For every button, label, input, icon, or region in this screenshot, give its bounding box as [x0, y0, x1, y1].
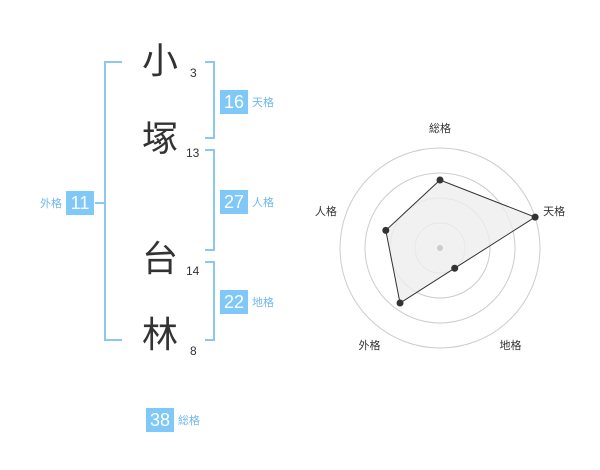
- radar-axis-label-3: 外格: [358, 338, 380, 352]
- radar-axis-label-1: 天格: [543, 204, 565, 218]
- jinkaku-value: 27: [220, 190, 248, 214]
- radar-point-3: [396, 299, 404, 307]
- jinkaku-badge: 27 人格: [220, 190, 274, 214]
- radar-series-area: [385, 179, 537, 304]
- name-char-2: 塚: [142, 119, 179, 160]
- stroke-count-2: 13: [186, 146, 200, 160]
- radar-axis-label-0: 総格: [429, 121, 451, 135]
- radar-axis-label-2: 地格: [500, 338, 522, 352]
- gaikaku-value: 11: [66, 191, 94, 215]
- tenkaku-badge: 16 天格: [220, 90, 274, 114]
- radar-point-4: [382, 226, 390, 234]
- chikaku-label: 地格: [252, 296, 274, 309]
- radar-point-0: [436, 176, 444, 184]
- gaikaku-label: 外格: [40, 197, 62, 210]
- radar-point-1: [531, 213, 539, 221]
- stroke-count-3: 14: [186, 264, 200, 278]
- soukaku-badge: 38 総格: [146, 408, 200, 432]
- tenkaku-value: 16: [220, 90, 248, 114]
- radar-point-2: [451, 264, 459, 272]
- stroke-count-4: 8: [190, 344, 197, 358]
- radar-center-dot: [437, 245, 443, 251]
- chikaku-value: 22: [220, 290, 248, 314]
- stroke-count-1: 3: [190, 66, 197, 80]
- name-stroke-diagram: 小 3 塚 13 台 14 林 8 外格 11 16 天格 27 人格 22 地…: [40, 41, 274, 432]
- gaikaku-badge: 外格 11: [40, 191, 94, 215]
- jinkaku-label: 人格: [252, 196, 274, 209]
- name-char-1: 小: [142, 41, 179, 82]
- soukaku-label: 総格: [178, 414, 200, 427]
- radar-ring: [339, 147, 541, 349]
- soukaku-value: 38: [146, 408, 174, 432]
- tenkaku-label: 天格: [252, 96, 274, 109]
- name-char-3: 台: [142, 239, 179, 280]
- radar-axis-label-4: 人格: [315, 204, 337, 218]
- chikaku-badge: 22 地格: [220, 290, 274, 314]
- radar-ring: [364, 172, 516, 324]
- gaikaku-bracket: [95, 61, 215, 341]
- name-char-4: 林: [142, 315, 179, 356]
